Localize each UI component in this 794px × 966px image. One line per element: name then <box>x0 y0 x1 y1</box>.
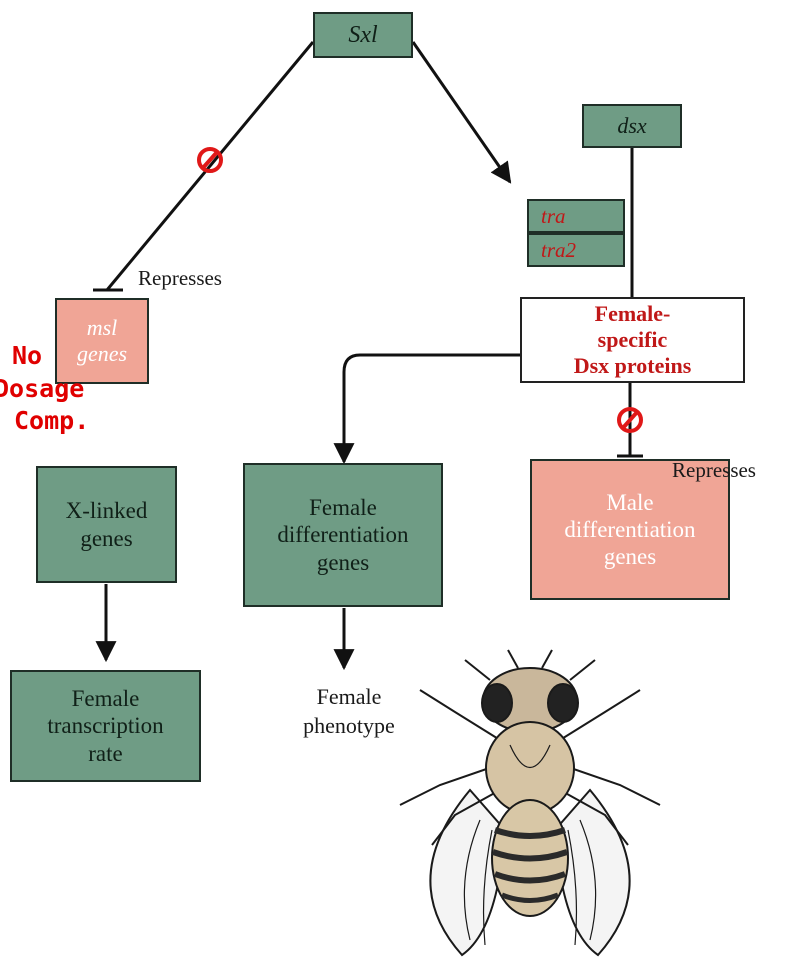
female-phenotype-line2: phenotype <box>294 712 404 741</box>
female-dsx-proteins-box: Female- specific Dsx proteins <box>520 297 745 383</box>
tra2-box: tra2 <box>527 233 625 267</box>
tra2-label: tra2 <box>541 238 576 263</box>
x-linked-line2: genes <box>80 525 132 552</box>
represses-male-label: Represses <box>672 458 756 483</box>
female-dsx-line2: specific <box>598 327 668 353</box>
male-diff-line1: Male <box>606 489 653 516</box>
female-tx-line1: Female <box>72 685 140 712</box>
tra-label: tra <box>541 204 566 229</box>
sxl-to-msl-repression-line <box>107 42 313 290</box>
female-dsx-line3: Dsx proteins <box>574 353 692 379</box>
dsx-box: dsx <box>582 104 682 148</box>
no-dosage-comp-annotation: No Dosage Comp. <box>0 340 89 438</box>
female-diff-line3: genes <box>317 549 369 576</box>
female-dsx-line1: Female- <box>595 301 671 327</box>
female-tx-line3: rate <box>88 740 122 767</box>
msl-label: msl <box>87 315 118 341</box>
female-dsx-to-female-diff-arrow <box>344 355 520 462</box>
sxl-label: Sxl <box>348 21 377 49</box>
fruit-fly-illustration <box>400 650 660 955</box>
female-diff-line2: differentiation <box>277 521 408 548</box>
annotation-line1: No <box>0 340 89 373</box>
female-diff-line1: Female <box>309 494 377 521</box>
x-linked-genes-box: X-linked genes <box>36 466 177 583</box>
annotation-line3: Comp. <box>0 405 89 438</box>
male-diff-line3: genes <box>604 543 656 570</box>
female-phenotype-line1: Female <box>294 683 404 712</box>
female-differentiation-genes-box: Female differentiation genes <box>243 463 443 607</box>
represses-msl-label: Represses <box>138 266 222 291</box>
sxl-box: Sxl <box>313 12 413 58</box>
x-linked-line1: X-linked <box>66 497 148 524</box>
annotation-line2: Dosage <box>0 373 89 406</box>
tra-box: tra <box>527 199 625 233</box>
female-phenotype-label: Female phenotype <box>294 683 404 740</box>
dsx-label: dsx <box>617 113 646 139</box>
female-tx-line2: transcription <box>47 712 163 739</box>
male-diff-line2: differentiation <box>564 516 695 543</box>
female-transcription-rate-box: Female transcription rate <box>10 670 201 782</box>
sxl-to-tra-arrow <box>413 42 510 182</box>
